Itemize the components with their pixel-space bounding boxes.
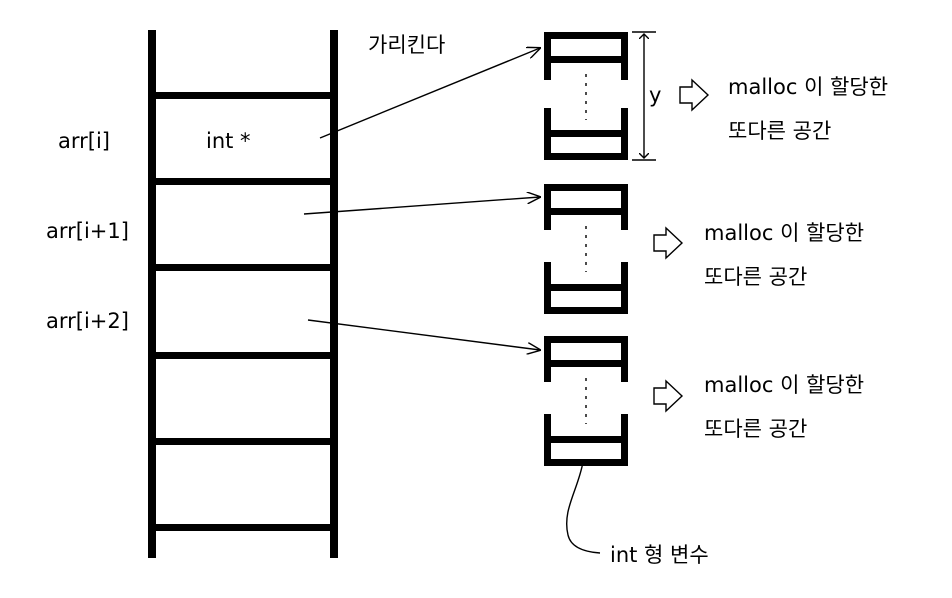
block-1-description-line2: 또다른 공간 — [728, 119, 831, 143]
block-frame — [621, 32, 628, 80]
block-frame — [544, 184, 628, 191]
block-frame — [544, 284, 628, 291]
block-frame — [544, 436, 628, 443]
block-frame — [544, 360, 628, 367]
block-frame — [544, 184, 551, 230]
block-frame — [544, 32, 551, 80]
block-frame — [621, 336, 628, 382]
hollow-arrow-icon — [653, 379, 684, 413]
pointer-arrow-2 — [303, 197, 540, 215]
block-frame — [544, 208, 628, 215]
block-2-description-line2: 또다른 공간 — [704, 265, 807, 289]
element-leader-line — [566, 461, 601, 554]
array-row-line — [148, 438, 338, 445]
allocated-block-3 — [544, 336, 628, 466]
pointer-arrow-1 — [319, 48, 540, 139]
pointer-array — [148, 30, 338, 558]
allocated-block-1 — [544, 32, 628, 160]
block-frame — [544, 130, 628, 137]
height-label: y — [649, 83, 661, 107]
block-3-description-line1: malloc 이 할당한 — [704, 373, 864, 397]
element-label: int 형 변수 — [610, 543, 709, 567]
block-frame — [544, 307, 628, 314]
array-row-line — [148, 92, 338, 99]
pointer-label: 가리킨다 — [368, 33, 445, 57]
block-frame — [544, 32, 628, 39]
allocated-block-2 — [544, 184, 628, 314]
block-frame — [544, 336, 628, 343]
array-row-line — [148, 352, 338, 359]
hollow-arrow-icon — [679, 78, 710, 112]
array-right-rail — [330, 30, 338, 558]
index-label-arr-i-plus-1: arr[i+1] — [46, 219, 129, 243]
index-label-arr-i-plus-2: arr[i+2] — [46, 309, 129, 333]
block-frame — [544, 336, 551, 382]
pointer-arrow-3 — [307, 319, 540, 350]
block-frame — [544, 56, 628, 63]
block-1-description-line1: malloc 이 할당한 — [728, 75, 888, 99]
block-3-description-line2: 또다른 공간 — [704, 417, 807, 441]
block-frame — [621, 184, 628, 230]
array-row-line — [148, 524, 338, 531]
hollow-arrow-icon — [653, 226, 684, 260]
array-row-line — [148, 264, 338, 271]
block-frame — [544, 459, 628, 466]
array-row-line — [148, 178, 338, 185]
cell-type-label: int * — [206, 129, 251, 153]
index-label-arr-i: arr[i] — [58, 129, 110, 153]
array-left-rail — [148, 30, 156, 558]
block-frame — [544, 153, 628, 160]
block-2-description-line1: malloc 이 할당한 — [704, 221, 864, 245]
